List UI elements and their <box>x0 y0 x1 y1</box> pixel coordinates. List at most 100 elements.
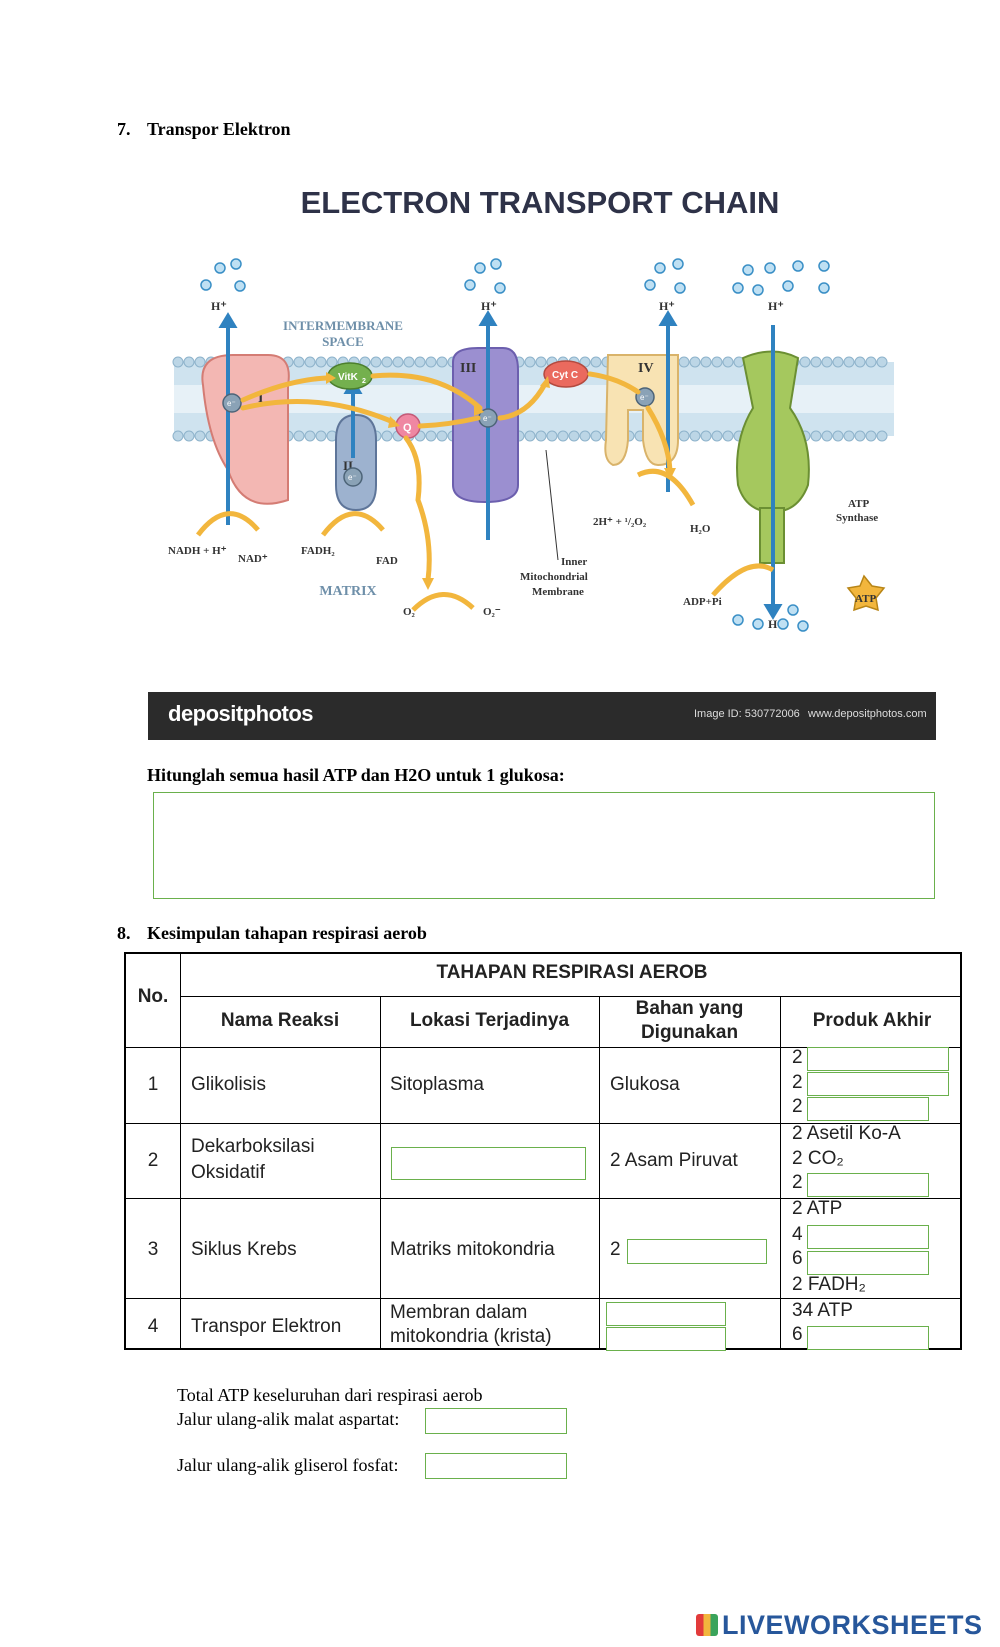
inner-membrane-label-3: Membrane <box>532 586 584 598</box>
row-3-bahan: 2 <box>610 1239 621 1261</box>
row-4-produk-1: 34 ATP <box>792 1300 853 1322</box>
membrane-head <box>844 431 854 441</box>
row-1-produk-3-input[interactable] <box>807 1097 929 1121</box>
row-3-produk-3: 6 <box>792 1248 803 1270</box>
water-in-label: 2H⁺ + ¹/₂O₂ <box>593 516 647 528</box>
proton-bubble <box>201 280 211 290</box>
fadh2-label: FADH₂ <box>301 545 335 557</box>
row-4-lokasi-2: mitokondria (krista) <box>390 1326 552 1348</box>
atp-label: ATP <box>855 593 876 605</box>
row-4-bahan-input-2[interactable] <box>606 1327 726 1351</box>
water-out-label: H₂O <box>690 523 711 535</box>
header-nama-reaksi: Nama Reaksi <box>180 1010 380 1032</box>
proton-bubble <box>743 265 753 275</box>
malat-aspartat-input[interactable] <box>425 1408 567 1434</box>
proton-bubble <box>655 263 665 273</box>
liveworksheets-logo[interactable]: LIVEWORKSHEETS <box>696 1610 983 1641</box>
membrane-head <box>580 431 590 441</box>
membrane-head <box>382 357 392 367</box>
section-8-number: 8. <box>117 923 131 944</box>
membrane-head <box>712 431 722 441</box>
proton-bubble <box>465 280 475 290</box>
depositphotos-watermark-bar: depositphotos Image ID: 530772006 www.de… <box>148 692 936 740</box>
section-8-title: Kesimpulan tahapan respirasi aerob <box>147 923 427 944</box>
membrane-head <box>316 357 326 367</box>
membrane-head <box>811 357 821 367</box>
row-4-produk-2-input[interactable] <box>807 1326 929 1350</box>
membrane-head <box>701 431 711 441</box>
row-1-lokasi: Sitoplasma <box>390 1074 484 1096</box>
complex-2-shape <box>336 415 376 510</box>
membrane-head <box>437 357 447 367</box>
row-3-produk-3-input[interactable] <box>807 1251 929 1275</box>
matrix-label: MATRIX <box>319 584 376 599</box>
row-2-nama-2: Oksidatif <box>191 1162 265 1184</box>
row-2-lokasi-input[interactable] <box>391 1147 586 1180</box>
row-3-produk-2-input[interactable] <box>807 1225 929 1249</box>
inner-membrane-label-2: Mitochondrial <box>520 571 588 583</box>
row-3-bahan-input[interactable] <box>627 1239 767 1264</box>
electron-label-4: e⁻ <box>640 393 649 402</box>
complex-4-label: IV <box>638 361 654 376</box>
nad-label: NAD⁺ <box>238 553 268 565</box>
proton-bubble <box>783 281 793 291</box>
row-1-produk-3: 2 <box>792 1096 803 1118</box>
row-3-produk-2: 4 <box>792 1224 803 1246</box>
space-label: SPACE <box>322 334 364 349</box>
membrane-head <box>173 431 183 441</box>
row-3-no: 3 <box>126 1239 180 1261</box>
membrane-head <box>877 431 887 441</box>
image-id: Image ID: 530772006 <box>694 708 800 720</box>
row-1-no: 1 <box>126 1074 180 1096</box>
membrane-head <box>437 431 447 441</box>
membrane-head <box>294 431 304 441</box>
proton-bubble <box>215 263 225 273</box>
header-bahan-1: Bahan yang <box>599 998 780 1020</box>
complex-1-shape <box>202 355 288 504</box>
row-4-bahan-input-1[interactable] <box>606 1302 726 1326</box>
liveworksheets-brand: LIVEWORKSHEETS <box>722 1610 983 1640</box>
proton-bubble <box>231 259 241 269</box>
proton-bubble <box>778 619 788 629</box>
membrane-head <box>316 431 326 441</box>
depositphotos-logo: depositphotos <box>168 701 313 727</box>
gliserol-fosfat-input[interactable] <box>425 1453 567 1479</box>
membrane-head <box>536 357 546 367</box>
membrane-head <box>305 357 315 367</box>
hplus-label-synthase: H⁺ <box>768 299 784 313</box>
membrane-head <box>690 431 700 441</box>
proton-bubble <box>673 259 683 269</box>
row-3-lokasi: Matriks mitokondria <box>390 1239 555 1261</box>
hplus-label-3: H⁺ <box>481 299 497 313</box>
proton-bubble <box>733 283 743 293</box>
membrane-head <box>591 357 601 367</box>
membrane-head <box>723 431 733 441</box>
membrane-head <box>558 431 568 441</box>
membrane-head <box>712 357 722 367</box>
row-2-produk-1: 2 Asetil Ko-A <box>792 1123 901 1145</box>
vitk2-sub: 2 <box>362 378 366 385</box>
row-1-produk-1-input[interactable] <box>807 1047 949 1071</box>
proton-bubble <box>235 281 245 291</box>
proton-bubble <box>495 283 505 293</box>
row-1-produk-2-input[interactable] <box>807 1072 949 1096</box>
row-1-nama: Glikolisis <box>191 1074 266 1096</box>
membrane-head <box>822 431 832 441</box>
membrane-head <box>393 357 403 367</box>
proton-bubble <box>733 615 743 625</box>
membrane-head <box>305 431 315 441</box>
inner-membrane-label-1: Inner <box>561 556 587 568</box>
membrane-head <box>547 431 557 441</box>
header-no: No. <box>126 986 180 1008</box>
row-4-lokasi-1: Membran dalam <box>390 1302 527 1324</box>
row-2-produk-3-input[interactable] <box>807 1173 929 1197</box>
proton-bubble <box>793 261 803 271</box>
electron-label-2: e⁻ <box>348 473 357 482</box>
question-7-answer-box[interactable] <box>153 792 935 899</box>
membrane-head <box>800 357 810 367</box>
proton-bubble <box>819 283 829 293</box>
vitk2-label: VitK <box>338 372 359 383</box>
membrane-head <box>173 357 183 367</box>
proton-bubble <box>645 280 655 290</box>
gliserol-fosfat-label: Jalur ulang-alik gliserol fosfat: <box>177 1455 398 1476</box>
